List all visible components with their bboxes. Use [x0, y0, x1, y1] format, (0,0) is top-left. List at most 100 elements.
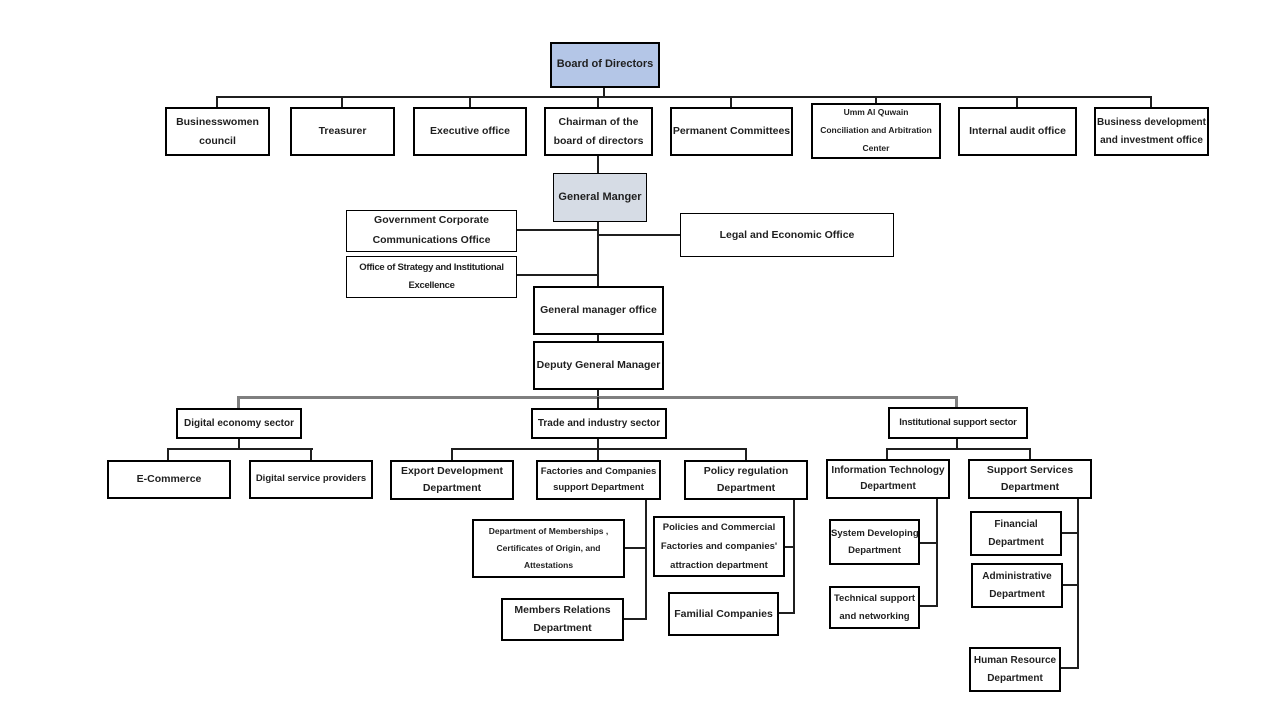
connector-line	[597, 96, 599, 107]
org-box-digital-economy-sector: Digital economy sector	[176, 408, 302, 439]
connector-line	[310, 448, 312, 460]
connector-line	[956, 439, 958, 449]
org-box-label: Internal audit office	[969, 125, 1066, 138]
org-box-label: Legal and Economic Office	[719, 228, 855, 241]
connector-line	[598, 234, 681, 236]
org-box-memberships-certificates-dept: Department of Memberships ,Certificates …	[472, 519, 625, 578]
connector-line	[216, 96, 218, 107]
connector-line	[1150, 96, 1152, 107]
connector-line	[1016, 96, 1018, 107]
connector-line	[745, 448, 747, 460]
sector-rail-stub	[955, 396, 958, 407]
connector-line	[597, 448, 599, 460]
connector-line	[886, 448, 888, 459]
org-box-e-commerce: E-Commerce	[107, 460, 231, 499]
connector-line	[886, 448, 1031, 450]
connector-line	[217, 96, 1152, 98]
org-box-label: Department of Memberships ,Certificates …	[488, 526, 609, 570]
org-box-permanent-committees: Permanent Committees	[670, 107, 793, 156]
connector-line	[624, 618, 647, 620]
org-box-label: Permanent Committees	[672, 125, 791, 138]
connector-line	[238, 439, 240, 449]
org-box-label: Treasurer	[318, 125, 367, 138]
connector-line	[730, 96, 732, 107]
connector-line	[597, 222, 599, 286]
connector-line	[779, 612, 795, 614]
connector-line	[936, 499, 938, 607]
org-box-general-manager-office: General manager office	[533, 286, 664, 335]
connector-line	[920, 542, 938, 544]
org-box-general-manager: General Manger	[553, 173, 647, 222]
connector-line	[516, 274, 598, 276]
connector-line	[451, 448, 747, 450]
connector-line	[793, 500, 795, 614]
org-box-treasurer: Treasurer	[290, 107, 395, 156]
connector-line	[469, 96, 471, 107]
connector-line	[451, 448, 453, 460]
connector-line	[516, 229, 598, 231]
connector-line	[1063, 584, 1079, 586]
org-box-label: Familial Companies	[674, 607, 773, 620]
org-box-label: Executive office	[430, 125, 510, 138]
connector-line	[597, 439, 599, 449]
connector-line	[167, 448, 169, 460]
org-box-internal-audit-office: Internal audit office	[958, 107, 1077, 156]
org-box-institutional-support-sector: Institutional support sector	[888, 407, 1028, 439]
connector-line	[625, 547, 647, 549]
org-box-label: Trade and industry sector	[537, 417, 661, 429]
connector-line	[597, 335, 599, 341]
connector-line	[597, 156, 599, 173]
org-box-label: Deputy General Manager	[536, 359, 661, 372]
connector-line	[875, 96, 877, 103]
org-box-label: Board of Directors	[556, 58, 654, 71]
org-box-label: Digital service providers	[255, 473, 367, 485]
org-box-label: General manager office	[540, 304, 657, 317]
connector-line	[597, 390, 599, 398]
connector-line	[603, 88, 605, 97]
connector-line	[1061, 667, 1079, 669]
org-box-label: General Manger	[558, 190, 642, 203]
connector-line	[785, 546, 795, 548]
connector-line	[1029, 448, 1031, 459]
connector-line	[597, 397, 599, 408]
org-box-executive-office: Executive office	[413, 107, 527, 156]
org-box-label: Institutional support sector	[899, 416, 1017, 428]
connector-line	[920, 605, 938, 607]
org-box-familial-companies: Familial Companies	[668, 592, 779, 636]
sector-rail-stub	[237, 396, 240, 408]
